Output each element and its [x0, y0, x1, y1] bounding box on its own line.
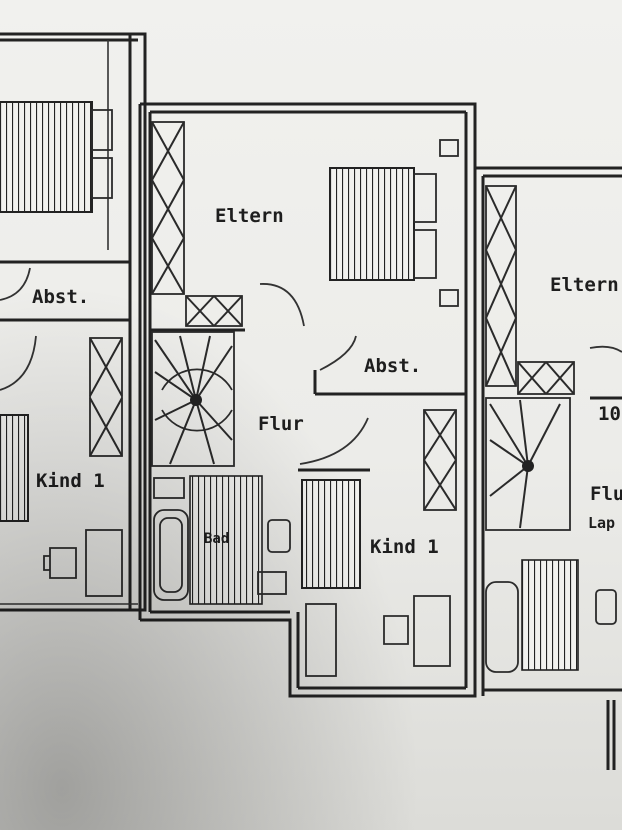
right-hall-label: Flu	[590, 483, 622, 505]
left-unit-walls	[0, 32, 147, 612]
left-bed	[0, 101, 113, 213]
right-unit-walls	[475, 166, 622, 696]
left-child-label: Kind 1	[36, 470, 105, 492]
center-hall-label: Flur	[258, 413, 304, 435]
right-staircase	[485, 397, 571, 531]
right-lower-fragment	[606, 700, 616, 770]
center-unit: Eltern Abst. Flur Bad Kind 1	[138, 102, 477, 698]
right-bathroom-fixtures	[485, 559, 617, 673]
left-unit-wall-inner	[0, 40, 138, 605]
right-closet-vertical	[485, 185, 517, 387]
center-storage-label: Abst.	[364, 355, 421, 377]
center-bathroom-fixtures	[153, 475, 291, 605]
center-closet-vertical	[151, 121, 185, 295]
left-storage-label: Abst.	[32, 286, 89, 308]
center-child-desk	[413, 595, 451, 667]
center-parents-door	[259, 283, 305, 327]
center-parents-label: Eltern	[215, 205, 284, 227]
left-closet	[89, 337, 123, 457]
right-storage-label: 10	[598, 403, 621, 425]
left-desk	[85, 529, 123, 597]
left-child-bed	[0, 414, 29, 522]
center-bath-label: Bad	[204, 531, 229, 547]
center-unit-outer-walls	[138, 102, 477, 698]
left-child-door	[0, 335, 37, 391]
center-child-chair	[383, 615, 409, 645]
left-unit: Abst. Kind 1	[0, 32, 147, 612]
left-chair	[43, 547, 77, 579]
center-staircase	[151, 331, 235, 467]
center-storage-door	[319, 335, 357, 371]
right-parents-door	[589, 345, 622, 353]
right-unit: Eltern 10 Flu Lap	[475, 166, 622, 770]
center-child-door	[299, 417, 369, 465]
left-storage-door	[0, 267, 31, 301]
right-closet-horizontal	[517, 361, 575, 395]
center-closet-horizontal	[185, 295, 243, 327]
center-child-wardrobe	[305, 603, 337, 677]
center-unit-inner-walls	[150, 328, 466, 690]
center-parents-bed	[329, 139, 459, 307]
center-storage-closet	[423, 409, 457, 511]
right-bath-label: Lap	[588, 514, 615, 532]
center-child-bed	[301, 479, 361, 589]
right-parents-label: Eltern	[550, 274, 619, 296]
center-child-label: Kind 1	[370, 536, 439, 558]
